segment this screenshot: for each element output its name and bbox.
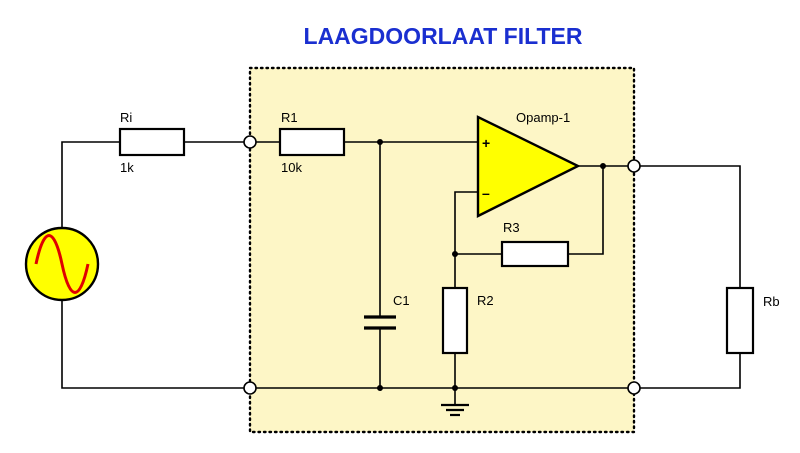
ac-source <box>24 226 100 302</box>
opamp-triangle <box>476 115 581 218</box>
resistor-ri <box>118 127 186 157</box>
junction-output <box>600 163 606 169</box>
ri-label: Ri <box>120 110 132 125</box>
ri-value: 1k <box>120 160 134 175</box>
r3-label: R3 <box>503 220 520 235</box>
diagram-title: LAAGDOORLAAT FILTER <box>304 23 583 49</box>
wire-r3-right <box>568 166 604 255</box>
wire-load-top <box>640 165 741 288</box>
capacitor-c1 <box>364 315 396 330</box>
wire-source-top <box>61 141 120 228</box>
filter-module-panel <box>248 66 636 434</box>
sine-wave-icon <box>34 234 90 294</box>
opamp-label: Opamp-1 <box>516 110 570 125</box>
opamp-plus-sign: + <box>482 135 490 151</box>
c1-label: C1 <box>393 293 410 308</box>
wire-source-bottom <box>61 300 244 389</box>
r2-label: R2 <box>477 293 494 308</box>
terminal-input-bottom <box>243 381 257 395</box>
r1-value: 10k <box>281 160 302 175</box>
terminal-output-top <box>627 159 641 173</box>
resistor-r3 <box>500 240 570 268</box>
junction-r2-r3 <box>452 251 458 257</box>
wire-load-bottom <box>640 353 741 389</box>
junction-c1-top <box>377 139 383 145</box>
terminal-output-bottom <box>627 381 641 395</box>
terminal-input-top <box>243 135 257 149</box>
junction-ground <box>452 385 458 391</box>
resistor-r2 <box>441 286 469 355</box>
ground-symbol-icon <box>441 403 469 417</box>
rb-label: Rb <box>763 294 780 309</box>
opamp-minus-sign: – <box>482 185 490 201</box>
junction-c1-bottom <box>377 385 383 391</box>
resistor-rb <box>725 286 755 355</box>
resistor-r1 <box>278 127 346 157</box>
r1-label: R1 <box>281 110 298 125</box>
